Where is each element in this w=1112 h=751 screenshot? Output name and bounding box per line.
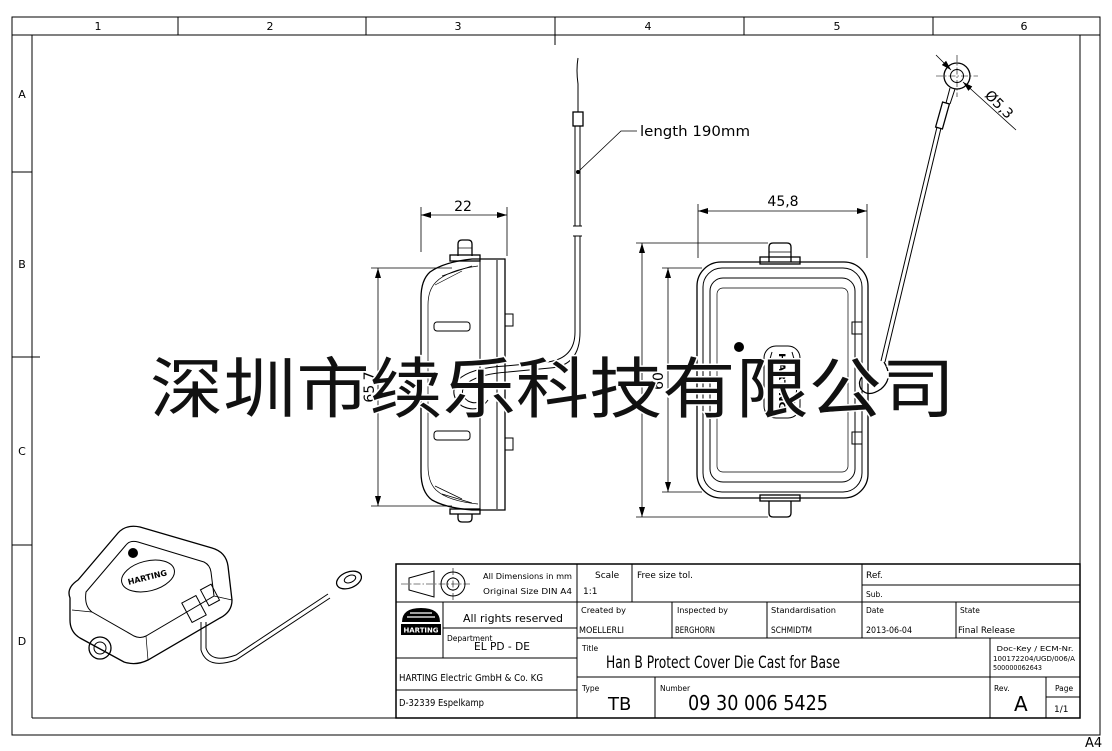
created-by-label: Created by (581, 606, 627, 615)
tolerance-note: Free size tol. (637, 571, 693, 581)
isometric-logo-text: HARTING (127, 568, 168, 586)
rights-note: All rights reserved (463, 612, 563, 625)
size-note: Original Size DIN A4 (483, 587, 572, 596)
company-address: D-32339 Espelkamp (399, 698, 484, 709)
title-label: Title (581, 644, 598, 653)
column-label: 6 (1021, 20, 1028, 33)
column-label: 1 (95, 20, 102, 33)
number-label: Number (660, 684, 691, 693)
state-label: State (960, 606, 980, 615)
cable-length-label: length 190mm (640, 124, 750, 140)
drawing-frame (11, 16, 1101, 736)
part-number: 09 30 006 5425 (688, 691, 828, 715)
ring-diameter-label: Ø5,3 (981, 88, 1016, 123)
dim-front-height: 60 (651, 372, 667, 390)
ecm-number-value: 500000062643 (993, 664, 1042, 672)
logo-text: HARTING (404, 627, 439, 635)
standardisation-label: Standardisation (771, 606, 836, 615)
inspected-by-value: BERGHORN (675, 626, 715, 636)
dimensions: 22 65,7 45,8 60 (362, 194, 868, 518)
title-block: All Dimensions in mm Original Size DIN A… (395, 563, 1081, 719)
company-name: HARTING Electric GmbH & Co. KG (399, 673, 543, 684)
created-by-value: MOELLERLI (579, 626, 624, 636)
column-label: 5 (834, 20, 841, 33)
cable-clip (858, 361, 889, 395)
ref-label: Ref. (866, 571, 883, 581)
row-label: C (18, 445, 26, 458)
column-labels: 1 2 3 4 5 6 (95, 20, 1028, 33)
row-label: A (18, 88, 26, 101)
units-note: All Dimensions in mm (483, 572, 572, 581)
column-label: 3 (455, 20, 462, 33)
projection-symbol (401, 568, 470, 600)
ring-terminal: Ø5,3 (880, 54, 1017, 363)
sub-label: Sub. (866, 590, 883, 599)
harting-logo: HARTING (401, 608, 441, 635)
state-value: Final Release (958, 626, 1015, 636)
row-label: B (18, 258, 26, 271)
front-view: HARTING (696, 242, 889, 518)
ground-screw-dot (734, 342, 744, 352)
type-value: TB (607, 694, 631, 715)
type-label: Type (581, 684, 600, 693)
column-label: 2 (267, 20, 274, 33)
doc-key-label: Doc-Key / ECM-Nr. (997, 645, 1074, 653)
front-logo-text: HARTING (776, 353, 786, 411)
department-label: Department (447, 634, 492, 643)
scale-value: 1:1 (583, 587, 597, 597)
standardisation-value: SCHMIDTM (771, 626, 812, 636)
sheet-size-label: A4 (1085, 736, 1102, 751)
row-label: D (18, 635, 26, 648)
inspected-by-label: Inspected by (677, 606, 729, 615)
date-label: Date (866, 606, 884, 615)
watermark-text: 深圳市续乐科技有限公司 (150, 351, 955, 428)
doc-key-value: 100172204/UGD/006/A (993, 655, 1075, 663)
column-label: 4 (645, 20, 652, 33)
dim-side-width: 22 (454, 199, 472, 215)
front-logo-plate: HARTING (763, 345, 801, 419)
revision-value: A (1014, 692, 1028, 716)
row-labels: A B C D (18, 88, 26, 648)
date-value: 2013-06-04 (866, 626, 912, 636)
isometric-view: HARTING (68, 525, 363, 665)
drawing-title: Han B Protect Cover Die Cast for Base (606, 653, 840, 673)
page-value: 1/1 (1054, 705, 1068, 715)
rev-label: Rev. (994, 684, 1010, 693)
dim-side-height: 65,7 (362, 371, 378, 402)
page-label: Page (1055, 684, 1074, 693)
dim-front-width: 45,8 (767, 194, 798, 210)
department-value: EL PD - DE (474, 640, 530, 653)
earthing-cable: length 190mm (453, 57, 750, 410)
scale-label: Scale (595, 571, 620, 581)
